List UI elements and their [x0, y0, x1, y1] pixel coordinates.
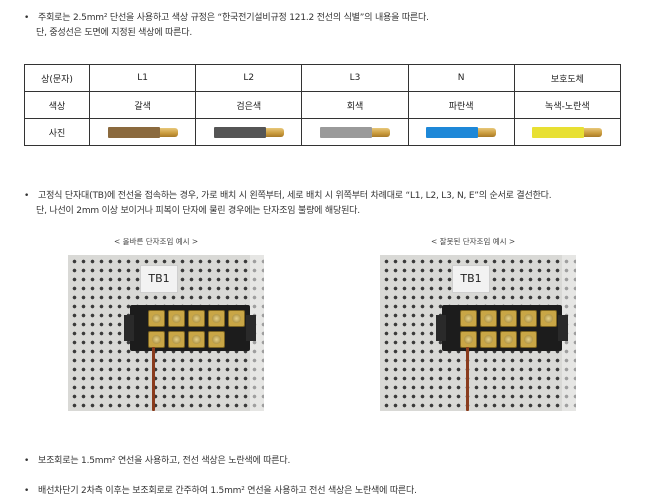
- bullet-dot: •: [24, 456, 30, 466]
- wire-photo: [532, 126, 603, 138]
- wire-photo: [426, 126, 497, 138]
- phase-cell-l1: L1: [88, 64, 197, 92]
- note-terminal-wiring-line2: 단, 나선이 2mm 이상 보이거나 피복이 단자에 물린 경우에는 단자조임 …: [36, 206, 360, 216]
- wire-photo: [319, 126, 390, 138]
- photo-cell-l3: [301, 118, 409, 146]
- phase-cell-l2: L2: [195, 64, 303, 92]
- wire-photo: [107, 126, 178, 138]
- color-cell-l2: 검은색: [195, 91, 303, 119]
- table-row-color: 색상 갈색 검은색 회색 파란색 녹색-노란색: [24, 91, 622, 119]
- color-cell-pe: 녹색-노란색: [513, 91, 622, 119]
- note-terminal-wiring-line1: 고정식 단자대(TB)에 전선을 접속하는 경우, 가로 배치 시 왼쪽부터, …: [38, 191, 552, 201]
- terminal-block-label: TB1: [452, 265, 490, 293]
- terminal-block-label: TB1: [140, 265, 178, 293]
- note-breaker-secondary-line1: 배선차단기 2차측 이후는 보조회로로 간주하여 1.5mm² 연선을 사용하고…: [38, 486, 417, 496]
- note-aux-circuit: • 보조회로는 1.5mm² 연선을 사용하고, 전선 색상은 노란색에 따른다…: [24, 454, 291, 469]
- note-aux-circuit-line1: 보조회로는 1.5mm² 연선을 사용하고, 전선 색상은 노란색에 따른다.: [38, 456, 291, 466]
- photo-cell-pe: [513, 118, 622, 146]
- wire-photo: [213, 126, 284, 138]
- brown-wire: [466, 347, 469, 411]
- phase-cell-pe: 보호도체: [513, 64, 622, 92]
- photo-cell-l1: [88, 118, 197, 146]
- note-terminal-wiring: • 고정식 단자대(TB)에 전선을 접속하는 경우, 가로 배치 시 왼쪽부터…: [24, 189, 552, 219]
- phase-cell-n: N: [407, 64, 515, 92]
- bullet-dot: •: [24, 191, 30, 201]
- wire-color-table: 상(문자) L1 L2 L3 N 보호도체 색상 갈색 검은색 회색 파란색 녹…: [24, 64, 622, 146]
- photo-cell-l2: [195, 118, 303, 146]
- note-main-circuit-line2: 단, 중성선은 도면에 지정된 색상에 따른다.: [36, 28, 192, 38]
- color-cell-l3: 회색: [301, 91, 409, 119]
- photo-correct-terminal: TB1: [68, 255, 264, 411]
- brown-wire: [152, 347, 155, 411]
- note-main-circuit: • 주회로는 2.5mm² 단선을 사용하고 색상 규정은 “한국전기설비규정 …: [24, 11, 429, 41]
- caption-wrong-example: < 잘못된 단자조임 예시 >: [431, 237, 516, 246]
- note-breaker-secondary: • 배선차단기 2차측 이후는 보조회로로 간주하여 1.5mm² 연선을 사용…: [24, 484, 417, 499]
- bullet-dot: •: [24, 486, 30, 496]
- photo-cell-n: [407, 118, 515, 146]
- color-header: 색상: [24, 91, 90, 119]
- table-row-phase: 상(문자) L1 L2 L3 N 보호도체: [24, 64, 622, 92]
- photo-wrong-terminal: TB1: [380, 255, 576, 411]
- note-main-circuit-line1: 주회로는 2.5mm² 단선을 사용하고 색상 규정은 “한국전기설비규정 12…: [38, 13, 429, 23]
- bullet-dot: •: [24, 13, 30, 23]
- table-row-photo: 사진: [24, 118, 622, 146]
- color-cell-n: 파란색: [407, 91, 515, 119]
- photo-header: 사진: [24, 118, 90, 146]
- phase-header: 상(문자): [24, 64, 90, 92]
- caption-correct-example: < 올바른 단자조임 예시 >: [114, 237, 199, 246]
- phase-cell-l3: L3: [301, 64, 409, 92]
- color-cell-l1: 갈색: [88, 91, 197, 119]
